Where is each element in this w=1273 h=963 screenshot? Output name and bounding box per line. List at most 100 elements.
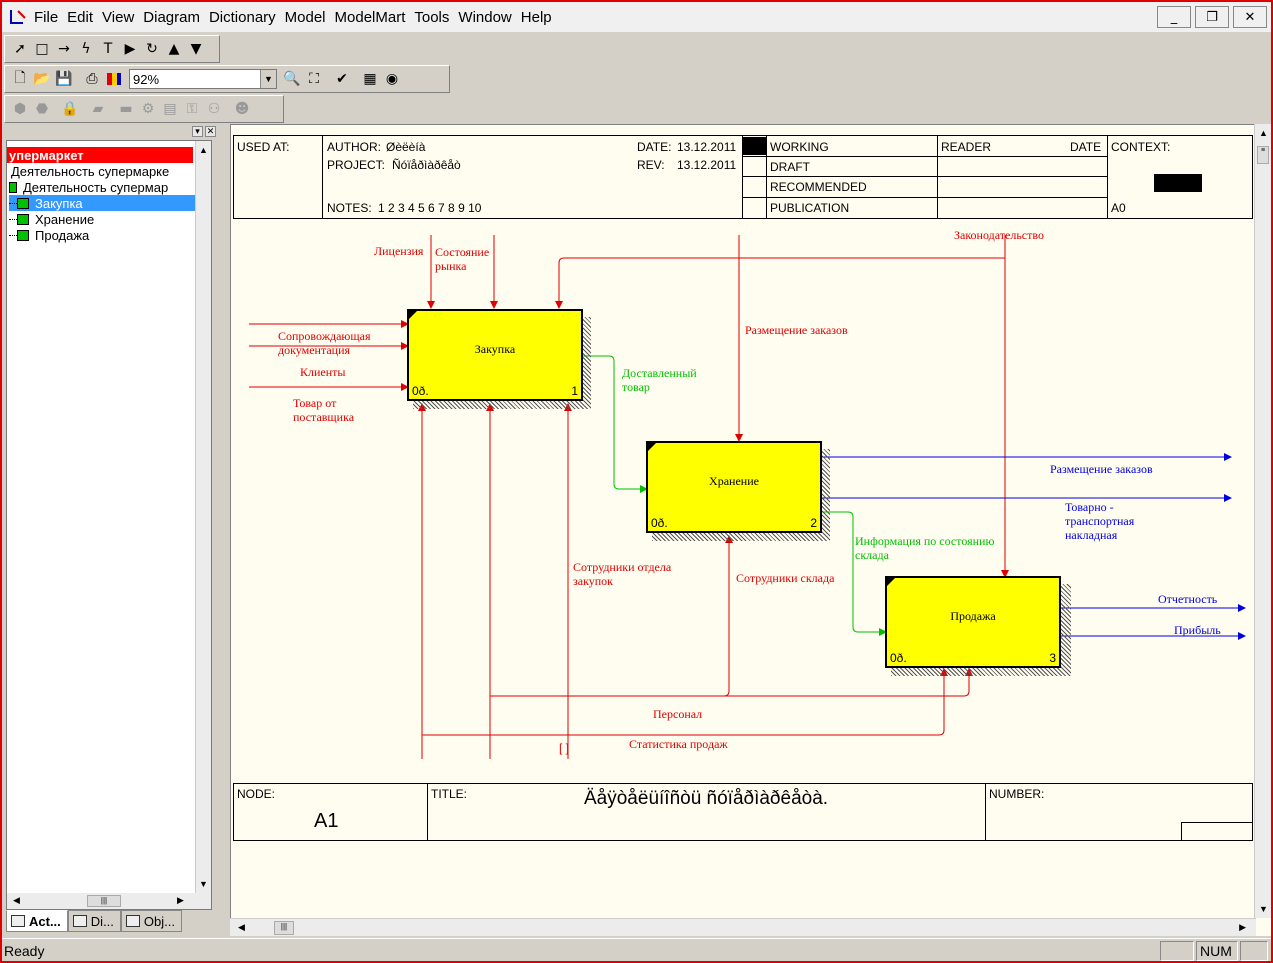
menu-tools[interactable]: Tools xyxy=(414,8,450,26)
arrow-label-profit[interactable]: Прибыль xyxy=(1174,623,1221,637)
arrow-label-legislation[interactable]: Законодательство xyxy=(954,228,1044,242)
activity-box-hranenie[interactable]: Хранение 0ð. 2 xyxy=(646,441,822,533)
activity-box-prodazha[interactable]: Продажа 0ð. 3 xyxy=(885,576,1061,668)
arrow-label-waybill[interactable]: Товарно - транспортная накладная xyxy=(1065,500,1135,542)
text-tool-icon[interactable]: T xyxy=(103,41,113,57)
arrow-label-stock-info[interactable]: Информация по состоянию склада xyxy=(855,534,995,562)
arrow-label-license[interactable]: Лицензия xyxy=(374,244,424,258)
save-icon[interactable]: 💾 xyxy=(55,71,73,87)
pointer-tool-icon[interactable]: ➚ xyxy=(14,41,26,57)
zoom-icon[interactable]: 🔍 xyxy=(283,71,301,87)
zoom-select[interactable]: 92% ▼ xyxy=(129,69,277,89)
menu-help[interactable]: Help xyxy=(520,8,552,26)
color-palette-icon[interactable] xyxy=(103,68,125,90)
arrow-label-order-placement-in[interactable]: Размещение заказов xyxy=(745,323,848,337)
new-file-icon[interactable]: 🗋 xyxy=(14,70,26,86)
tree-item-zakupka[interactable]: Закупка xyxy=(9,195,195,211)
scroll-left-icon[interactable]: ◀ xyxy=(238,922,245,932)
user-icon[interactable]: ⚇ xyxy=(207,101,221,117)
status-working: WORKING xyxy=(770,140,829,154)
tab-label: Di... xyxy=(90,913,114,929)
arrow-label-order-placement-out[interactable]: Размещение заказов xyxy=(1050,462,1153,476)
arrow-label-clients[interactable]: Клиенты xyxy=(300,365,346,379)
panel-close-icon[interactable]: ✕ xyxy=(205,126,216,137)
scroll-down-icon[interactable]: ▼ xyxy=(1259,904,1268,914)
menu-window[interactable]: Window xyxy=(458,8,512,26)
tab-diagrams[interactable]: Di... xyxy=(67,910,121,932)
canvas-horizontal-scrollbar[interactable]: ◀ ||| ▶ xyxy=(230,918,1256,936)
arrow-label-delivered-goods[interactable]: Доставленный товар xyxy=(622,366,697,394)
users-icon[interactable]: ☻ xyxy=(234,101,250,117)
canvas-vertical-scrollbar[interactable]: ▲ ≡ ▼ xyxy=(1254,124,1271,918)
tab-objects[interactable]: Obj... xyxy=(120,910,182,932)
arrow-label-warehouse-staff[interactable]: Сотрудники склада xyxy=(736,571,835,585)
scroll-up-icon[interactable]: ▲ xyxy=(199,145,208,155)
library-icon[interactable]: ▤ xyxy=(163,101,177,117)
tree-horizontal-scrollbar[interactable]: ◀ ||| ▶ xyxy=(7,893,211,909)
arrow-tool-icon[interactable]: → xyxy=(58,41,70,57)
zoom-fit-icon[interactable]: ⛶ xyxy=(309,71,319,87)
menu-dictionary[interactable]: Dictionary xyxy=(208,8,276,26)
squiggle-tool-icon[interactable]: ϟ xyxy=(81,41,91,57)
arrow-label-reports[interactable]: Отчетность xyxy=(1158,592,1218,606)
author-label: AUTHOR: xyxy=(327,140,381,154)
scroll-up-icon[interactable]: ▲ xyxy=(1259,128,1268,138)
arrow-label-supplier-goods[interactable]: Товар от поставщика xyxy=(293,396,355,424)
spellcheck-icon[interactable]: ✔ xyxy=(336,71,348,87)
open-folder-icon[interactable]: 📂 xyxy=(33,71,51,87)
modelmart-toolbar: ⬢ ⬣ 🔒 ▰ ▬ ⚙ ▤ ⚿ ⚇ ☻ xyxy=(4,95,284,123)
tree-vertical-scrollbar[interactable]: ▲ ▼ xyxy=(195,141,211,909)
scroll-left-icon[interactable]: ◀ xyxy=(13,895,20,905)
lock-icon[interactable]: 🔒 xyxy=(61,101,79,117)
used-at-label: USED AT: xyxy=(237,140,290,154)
arrow-label-sales-stats[interactable]: Статистика продаж xyxy=(629,737,728,751)
menu-view[interactable]: View xyxy=(102,8,135,26)
scroll-thumb[interactable]: ||| xyxy=(274,921,294,935)
working-checkbox[interactable] xyxy=(743,137,766,155)
chevron-down-icon[interactable]: ▼ xyxy=(260,70,276,88)
menu-diagram[interactable]: Diagram xyxy=(143,8,200,26)
security-icon[interactable]: ⚿ xyxy=(186,101,198,117)
menu-file[interactable]: File xyxy=(34,8,59,26)
tab-activities[interactable]: Act... xyxy=(6,910,68,932)
arrow-label-purchase-staff[interactable]: Сотрудники отдела закупок xyxy=(573,560,672,588)
node-icon xyxy=(17,197,29,209)
print-icon[interactable]: ⎙ xyxy=(86,71,98,87)
minimize-button[interactable]: _ xyxy=(1157,6,1191,28)
menu-edit[interactable]: Edit xyxy=(67,8,94,26)
scroll-down-icon[interactable]: ▼ xyxy=(199,879,208,889)
tree-item-root[interactable]: Деятельность супермарке xyxy=(11,163,170,179)
panel-collapse-icon[interactable]: ▾ xyxy=(192,126,203,137)
go-up-icon[interactable]: ▲ xyxy=(168,41,180,57)
tree-item-activity[interactable]: Деятельность супермар xyxy=(9,179,168,195)
disconnect-icon[interactable]: ⬣ xyxy=(35,101,49,117)
go-down-icon[interactable]: ▼ xyxy=(190,41,202,57)
menu-model[interactable]: Model xyxy=(284,8,326,26)
tree-item-hranenie[interactable]: Хранение xyxy=(9,211,94,227)
arrow-label-accompanying-docs[interactable]: Сопровождающая документация xyxy=(278,329,371,357)
navigator-icon[interactable]: ◉ xyxy=(385,71,399,87)
tree-item-prodazha[interactable]: Продажа xyxy=(9,227,89,243)
activity-box-zakupka[interactable]: Закупка 0ð. 1 xyxy=(407,309,583,401)
box-tool-icon[interactable]: □ xyxy=(35,41,49,57)
connect-icon[interactable]: ⬢ xyxy=(13,101,27,117)
merge-icon[interactable]: ⚙ xyxy=(141,101,155,117)
scroll-right-icon[interactable]: ▶ xyxy=(177,895,184,905)
rotate-icon[interactable]: ↻ xyxy=(146,41,158,57)
menu-modelmart[interactable]: ModelMart xyxy=(334,8,406,26)
scroll-right-icon[interactable]: ▶ xyxy=(1239,922,1246,932)
context-node-box xyxy=(1154,174,1202,192)
arrow-label-personnel[interactable]: Персонал xyxy=(653,707,703,721)
scroll-thumb[interactable]: ≡ xyxy=(1257,146,1269,164)
project-value: Ñóïåðìàðêåò xyxy=(392,158,461,172)
tree-root-header[interactable]: упермаркет xyxy=(7,147,193,163)
save-mm-icon[interactable]: ▬ xyxy=(119,101,133,117)
model-explorer-icon[interactable]: ▦ xyxy=(363,71,377,87)
open-mm-icon[interactable]: ▰ xyxy=(92,101,104,117)
restore-button[interactable]: ❐ xyxy=(1195,6,1229,28)
go-child-icon[interactable]: ▶ xyxy=(124,41,136,57)
diagram-canvas[interactable]: USED AT: AUTHOR: Øèëèíà PROJECT: Ñóïåðìà… xyxy=(230,124,1271,936)
scroll-thumb[interactable]: ||| xyxy=(87,895,121,907)
arrow-label-market-state[interactable]: Состояние рынка xyxy=(435,245,490,273)
close-button[interactable]: ✕ xyxy=(1233,6,1267,28)
